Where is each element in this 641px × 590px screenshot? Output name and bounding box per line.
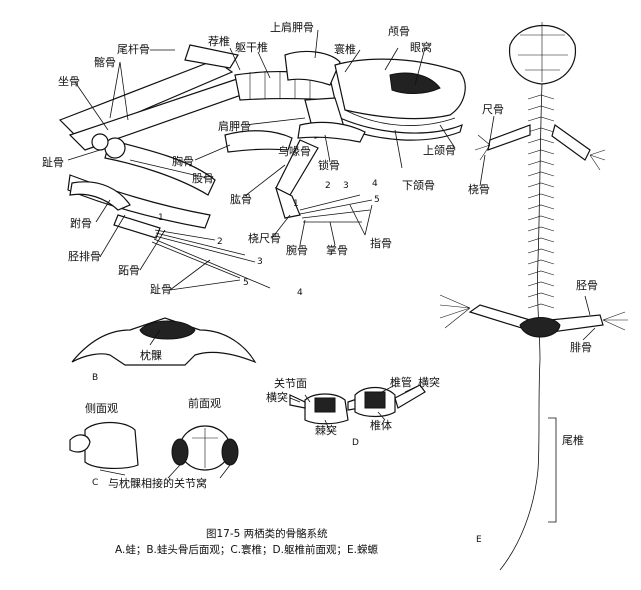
label-toe-bones-2: 趾骨 — [150, 283, 172, 296]
salamander-rib — [527, 281, 555, 287]
leader-lines — [67, 29, 596, 433]
label-skull: 颅骨 — [388, 25, 410, 38]
label-neural-canal: 椎管 — [390, 376, 412, 389]
hind-digit-3: 3 — [257, 257, 263, 267]
skull-posterior-view — [71, 317, 257, 366]
hind-digit-2: 2 — [217, 237, 223, 247]
label-metacarpal: 掌骨 — [326, 244, 348, 257]
salamander-rib — [527, 237, 555, 243]
label-coracoid: 乌喙骨 — [278, 145, 311, 158]
label-sternum: 胸骨 — [172, 155, 194, 168]
hind-digit-5: 5 — [243, 278, 249, 288]
label-toe-bones: 趾骨 — [42, 156, 64, 169]
panel-letter-d: D — [352, 438, 359, 448]
figure-caption-subtitle: A.蛙；B.蛙头骨后面观；C.寰椎；D.躯椎前面观；E.蝾螈 — [115, 544, 378, 556]
salamander-rib — [527, 127, 555, 133]
salamander-rib — [527, 182, 555, 188]
label-ilium: 髂骨 — [94, 56, 116, 69]
salamander-rib — [527, 248, 555, 254]
salamander-rib — [527, 171, 555, 177]
label-urostyle: 尾杆骨 — [117, 43, 150, 56]
salamander-rib — [527, 259, 555, 265]
salamander-skeleton — [439, 22, 628, 571]
label-atlas: 寰椎 — [334, 43, 356, 56]
label-ischium: 坐骨 — [58, 75, 80, 88]
label-femur: 股骨 — [192, 172, 214, 185]
label-orbit: 眼窝 — [410, 41, 432, 54]
label-suprascapula: 上肩胛骨 — [270, 21, 314, 34]
label-tibiofibula: 胫排骨 — [68, 250, 101, 263]
label-sacral-vertebra: 荐椎 — [208, 35, 230, 48]
label-radioulna: 桡尺骨 — [248, 232, 281, 245]
salamander-rib — [527, 149, 555, 155]
salamander-rib — [527, 215, 555, 221]
label-caudal-vertebra: 尾椎 — [562, 434, 584, 447]
atlas-views — [69, 421, 239, 479]
salamander-rib — [527, 94, 555, 100]
figure-caption-title: 图17-5 两栖类的骨骼系统 — [206, 528, 328, 540]
salamander-rib — [527, 226, 555, 232]
label-metatarsal: 跖骨 — [118, 264, 140, 277]
fore-digit-2: 2 — [325, 181, 331, 191]
label-maxilla: 上颌骨 — [423, 144, 456, 157]
salamander-rib — [527, 292, 555, 298]
salamander-rib — [527, 270, 555, 276]
salamander-rib — [527, 138, 555, 144]
label-tarsal: 跗骨 — [70, 217, 92, 230]
label-phalanges: 指骨 — [370, 237, 392, 250]
panel-letter-b: B — [92, 373, 99, 383]
hind-digit-4: 4 — [297, 288, 303, 298]
panel-letter-e: E — [476, 535, 482, 545]
label-spinous-process: 棘突 — [315, 424, 337, 437]
label-articular-surface: 关节面 — [274, 377, 307, 390]
salamander-rib — [527, 193, 555, 199]
label-tibia: 胫骨 — [576, 279, 598, 292]
label-trunk-vertebra: 躯干椎 — [235, 41, 268, 54]
salamander-rib — [527, 204, 555, 210]
label-radius: 桡骨 — [468, 183, 490, 196]
salamander-rib — [527, 303, 555, 309]
label-anterior-view: 前面观 — [188, 397, 221, 410]
salamander-rib — [527, 160, 555, 166]
fore-digit-3: 3 — [343, 181, 349, 191]
salamander-rib — [527, 116, 555, 122]
frog-skeleton — [58, 44, 466, 289]
hind-digit-1: 1 — [158, 213, 164, 223]
panel-letter-c: C — [92, 478, 99, 488]
vertebra-views — [289, 384, 426, 425]
fore-digit-4: 4 — [372, 179, 378, 189]
label-transverse-process-left: 横突 — [266, 391, 288, 404]
fore-digit-5: 5 — [374, 195, 380, 205]
label-transverse-process-right: 横突 — [418, 376, 440, 389]
tail-bracket — [548, 417, 557, 523]
label-mandible: 下颌骨 — [402, 179, 435, 192]
label-centrum: 椎体 — [370, 419, 392, 432]
salamander-rib — [527, 105, 555, 111]
label-ulna: 尺骨 — [482, 103, 504, 116]
label-scapula: 肩胛骨 — [218, 120, 251, 133]
label-occipital-condyle: 枕髁 — [140, 349, 162, 362]
label-clavicle: 锁骨 — [318, 159, 340, 172]
label-fibula: 腓骨 — [570, 341, 592, 354]
label-lateral-view: 侧面观 — [85, 402, 118, 415]
label-articular-fossa: 与枕髁相接的关节窝 — [108, 477, 207, 490]
label-humerus: 肱骨 — [230, 193, 252, 206]
label-carpal: 腕骨 — [286, 244, 308, 257]
fore-digit-1: 1 — [293, 199, 299, 209]
